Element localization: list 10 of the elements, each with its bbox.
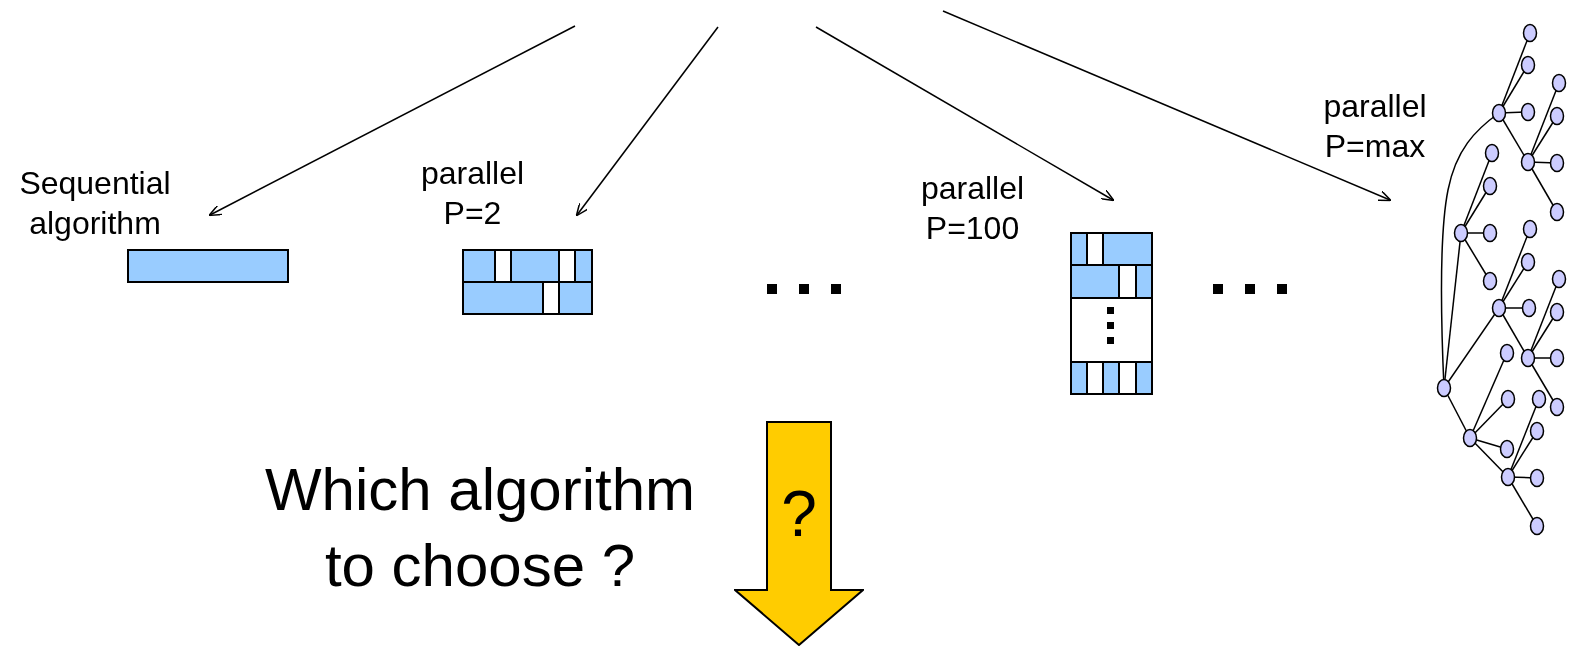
arrow <box>815 26 1115 202</box>
algorithm-label: parallel P=2 <box>410 153 577 237</box>
algorithm-label: parallel P=max <box>1305 86 1445 200</box>
question-mark: ? <box>780 479 818 549</box>
question-text: Which algorithm to choose ? <box>263 455 697 601</box>
algorithm-label: Sequential algorithm <box>0 163 210 247</box>
arrow <box>942 10 1392 202</box>
arrow <box>208 25 576 217</box>
arrow <box>575 26 719 217</box>
algorithm-label: parallel P=100 <box>908 168 1113 252</box>
